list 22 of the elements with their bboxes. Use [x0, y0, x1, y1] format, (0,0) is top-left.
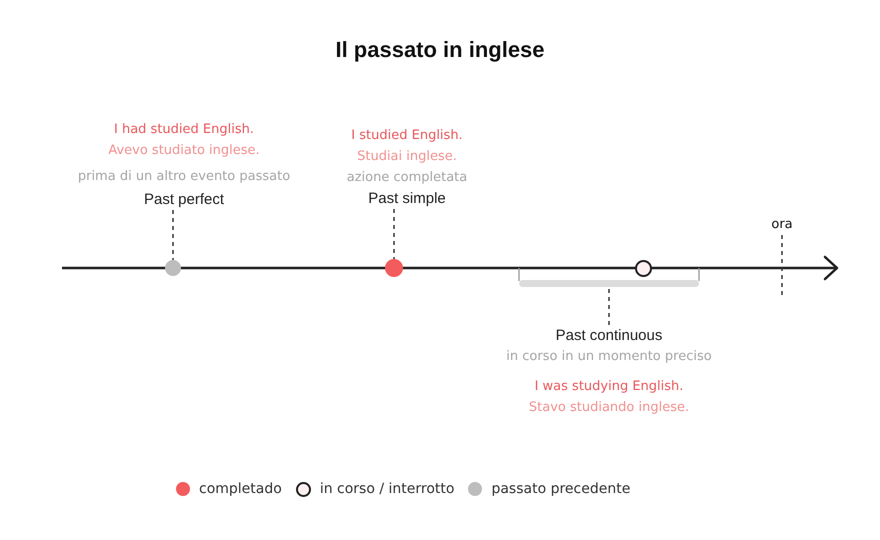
dashed-leader-line [393, 209, 395, 259]
legend-label: completado [199, 480, 282, 499]
time-range-bracket [518, 268, 700, 288]
tense-label: Past simple [368, 189, 446, 209]
italian-translation: Stavo studiando inglese. [528, 399, 690, 417]
example-sentence: I had studied English. [114, 121, 254, 139]
dashed-leader-line [781, 235, 783, 298]
now-label: ora [771, 216, 793, 234]
italian-translation: Studiai inglese. [357, 148, 457, 166]
dashed-leader-line [608, 288, 610, 325]
usage-note: prima di un altro evento passato [78, 168, 290, 186]
diagram-title: Il passato in inglese [335, 36, 545, 64]
tense-label: Past continuous [556, 326, 662, 346]
example-sentence: I was studying English. [534, 378, 684, 396]
usage-note: azione completata [346, 169, 468, 187]
example-sentence: I studied English. [351, 127, 463, 145]
dashed-leader-line [172, 210, 174, 260]
usage-note: in corso in un momento preciso [506, 348, 712, 366]
italian-translation: Avevo studiato inglese. [108, 142, 260, 160]
legend-label: passato precedente [491, 480, 630, 499]
tense-label: Past perfect [144, 190, 224, 210]
legend-label: in corso / interrotto [320, 480, 454, 499]
